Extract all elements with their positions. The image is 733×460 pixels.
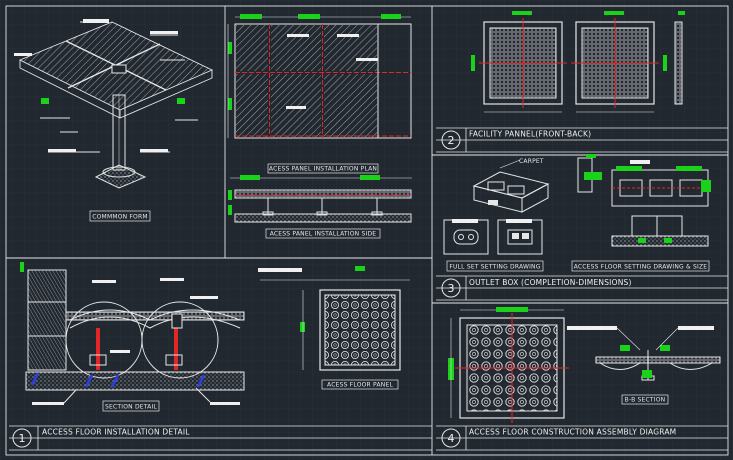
callout-tag xyxy=(287,34,309,37)
callout-tag xyxy=(286,106,306,109)
callout-tag xyxy=(337,34,359,37)
callout-tag xyxy=(140,149,168,152)
title-block-4: 4 ACCESS FLOOR CONSTRUCTION ASSEMBLY DIA… xyxy=(436,425,728,451)
title-number: 3 xyxy=(448,282,455,295)
label-full-set-setting: FULL SET SETTING DRAWING xyxy=(449,264,540,271)
title-block-1: 1 ACCESS FLOOR INSTALLATION DETAIL xyxy=(9,425,432,451)
sheet-frame xyxy=(5,5,729,456)
label-panel-install-side: ACESS PANEL INSTALLATION SIDE xyxy=(270,231,377,238)
label-section-detail: SECTION DETAIL xyxy=(105,404,157,411)
panel-installation-side xyxy=(228,175,412,223)
title-text: FACILITY PANNEL(FRONT-BACK) xyxy=(469,130,591,139)
label-access-floor-setting: ACCESS FLOOR SETTING DRAWING & SIZE xyxy=(574,264,708,271)
label-box xyxy=(446,260,544,272)
label-panel-install-plan: ACESS PANEL INSTALLATION PLAN xyxy=(269,166,377,173)
label-box xyxy=(621,394,669,405)
section-detail xyxy=(20,262,245,405)
label-box xyxy=(267,163,379,174)
callout-tag xyxy=(356,58,378,61)
label-box xyxy=(571,260,710,272)
title-number: 4 xyxy=(448,432,455,445)
label-common-form: COMMMON FORM xyxy=(92,214,147,221)
callout-tag xyxy=(150,31,178,34)
label-box xyxy=(102,400,160,412)
label-carpet: CARPET xyxy=(519,158,544,165)
outlet-box-drawing xyxy=(443,154,711,255)
title-text: OUTLET BOX (COMPLETION-DIMENSIONS) xyxy=(469,278,632,287)
title-number: 2 xyxy=(448,134,455,147)
title-block-3: 3 OUTLET BOX (COMPLETION-DIMENSIONS) xyxy=(436,275,728,301)
title-text: ACCESS FLOOR CONSTRUCTION ASSEMBLY DIAGR… xyxy=(469,428,676,437)
label-box xyxy=(265,228,381,239)
title-text: ACCESS FLOOR INSTALLATION DETAIL xyxy=(42,428,190,437)
label-bb-section: B-B SECTION xyxy=(625,397,666,404)
access-floor-panel-drawing xyxy=(258,266,410,371)
label-box xyxy=(321,379,399,390)
callout-tag xyxy=(14,53,32,56)
label-access-floor-panel: ACESS FLOOR PANEL xyxy=(327,382,393,389)
facility-panel-drawing xyxy=(471,11,685,113)
pedestal-isometric xyxy=(18,21,214,189)
construction-assembly-drawing xyxy=(448,307,721,423)
panel-installation-plan xyxy=(227,14,412,139)
label-box xyxy=(89,210,151,222)
callout-tag xyxy=(48,149,76,152)
title-number: 1 xyxy=(19,432,26,445)
title-block-2: 2 FACILITY PANNEL(FRONT-BACK) xyxy=(436,127,728,153)
callout-tag xyxy=(83,19,109,23)
